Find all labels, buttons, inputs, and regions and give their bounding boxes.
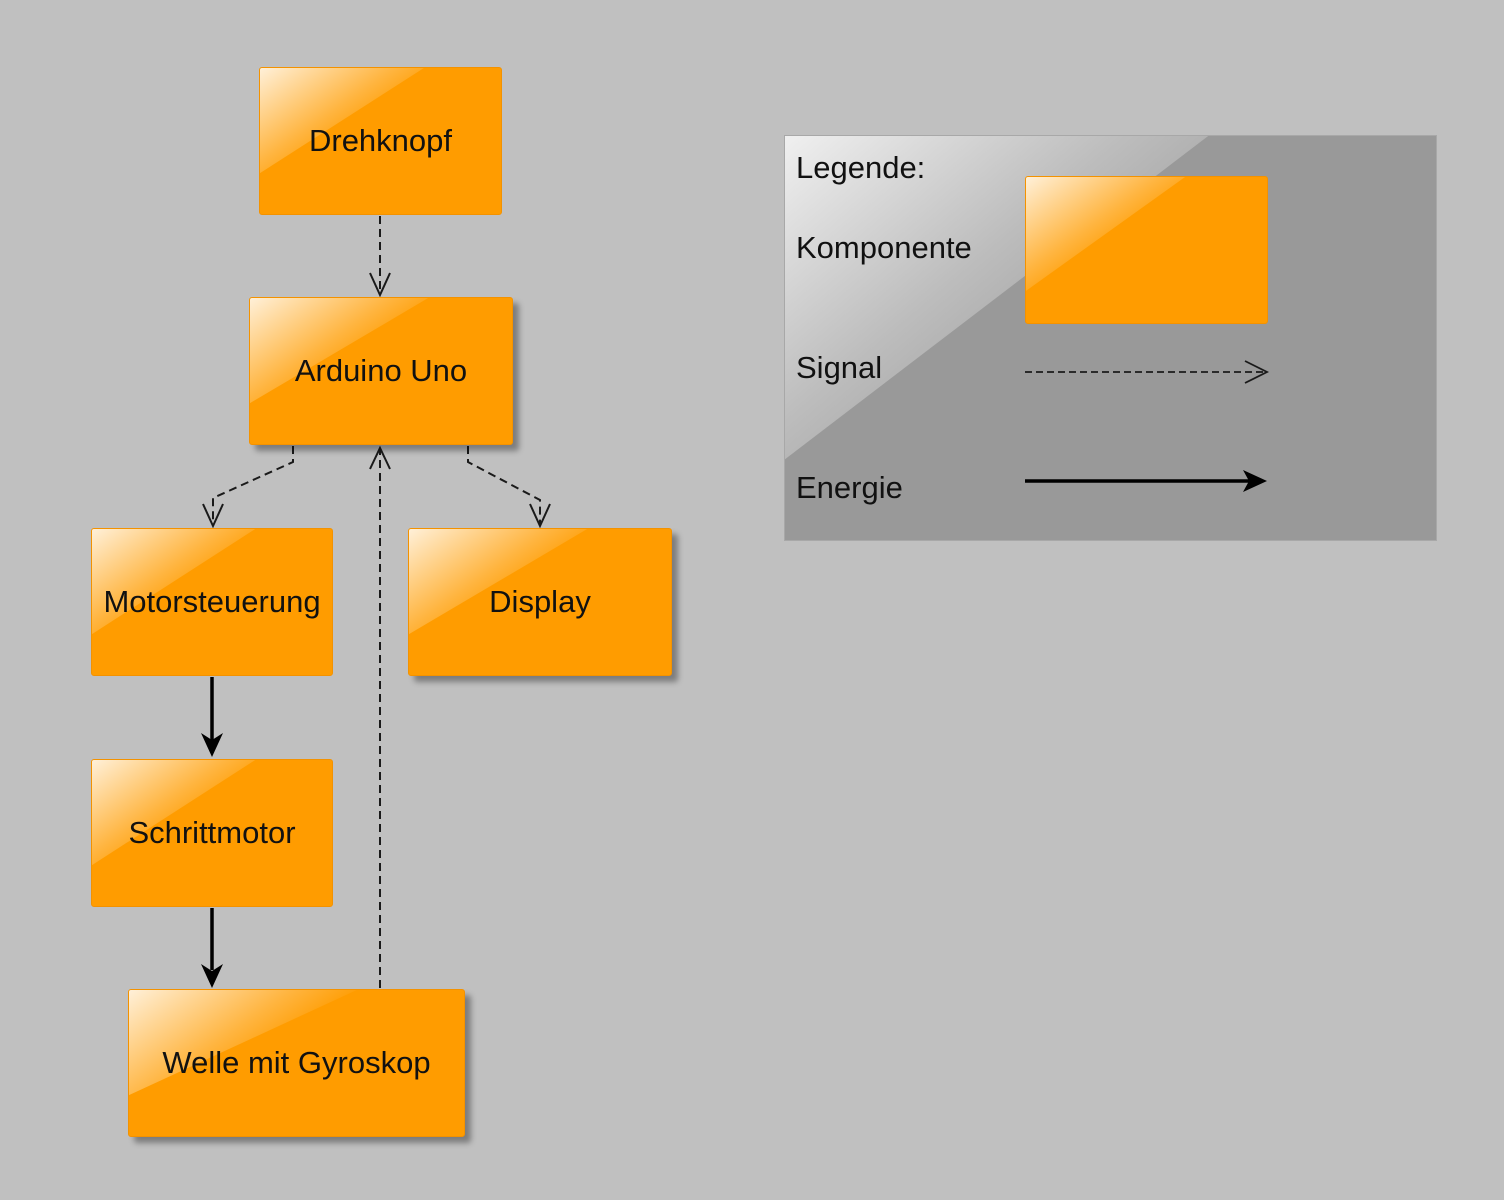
edge-arduino-motorsteuerung bbox=[202, 446, 294, 529]
edge-schrittmotor-welle bbox=[201, 908, 223, 988]
edge-arduino-display bbox=[467, 446, 551, 529]
node-display[interactable]: Display bbox=[408, 528, 672, 676]
legend-signal-arrow bbox=[1025, 360, 1270, 384]
edge-welle-arduino bbox=[369, 445, 391, 988]
legend-symbols bbox=[1025, 360, 1270, 492]
node-label: Welle mit Gyroskop bbox=[162, 1045, 431, 1080]
node-label: Drehknopf bbox=[308, 123, 453, 158]
legend-energy-arrow bbox=[1025, 470, 1267, 492]
legend-label-energie: Energie bbox=[796, 470, 903, 505]
node-label: Motorsteuerung bbox=[103, 584, 321, 619]
edge-motorsteuerung-schrittmotor bbox=[201, 677, 223, 757]
node-label: Arduino Uno bbox=[294, 353, 468, 388]
node-schrittmotor[interactable]: Schrittmotor bbox=[91, 759, 333, 907]
edge-drehknopf-arduino bbox=[369, 216, 391, 298]
legend[interactable]: Legende: Komponente Signal Energie bbox=[784, 135, 1437, 541]
node-label: Display bbox=[489, 584, 591, 619]
node-label: Schrittmotor bbox=[128, 815, 296, 850]
node-arduino-uno[interactable]: Arduino Uno bbox=[249, 297, 513, 445]
node-motorsteuerung[interactable]: Motorsteuerung bbox=[91, 528, 333, 676]
node-welle-mit-gyroskop[interactable]: Welle mit Gyroskop bbox=[128, 989, 465, 1137]
node-drehknopf[interactable]: Drehknopf bbox=[259, 67, 502, 215]
